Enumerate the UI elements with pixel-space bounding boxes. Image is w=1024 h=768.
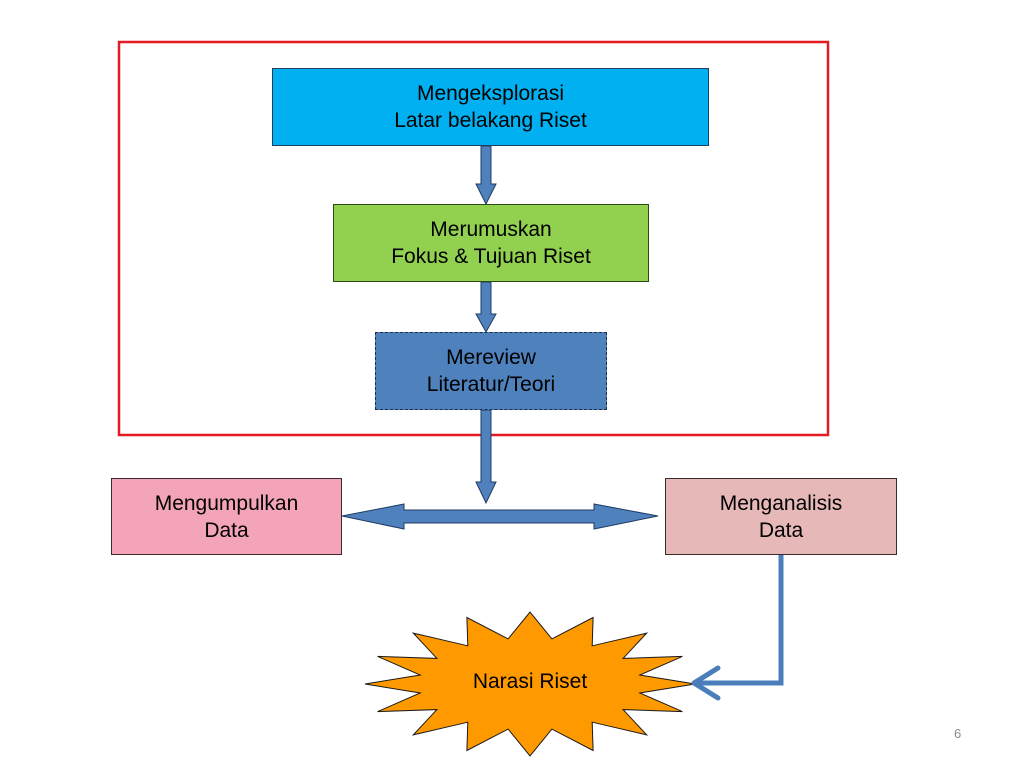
node-explore-line1: Mengeksplorasi <box>416 82 565 105</box>
node-collect-line1: Mengumpulkan <box>154 491 299 515</box>
node-review-literature: Mereview Literatur/Teori <box>375 332 607 410</box>
page-number: 6 <box>954 726 962 741</box>
node-analyze-data: Menganalisis Data <box>665 478 897 555</box>
narasi-star-shape <box>364 611 696 757</box>
node-focus-line2: Fokus & Tujuan Riset <box>391 245 591 268</box>
node-review-line1: Mereview <box>446 346 536 369</box>
node-analyze-line2: Data <box>758 518 804 542</box>
node-focus-goals: Merumuskan Fokus & Tujuan Riset <box>333 204 649 282</box>
group-frame <box>117 40 830 437</box>
node-explore-line2: Latar belakang Riset <box>394 109 587 132</box>
node-review-line2: Literatur/Teori <box>426 373 556 396</box>
arrow-review-to-data <box>475 409 497 505</box>
connector-analyze-to-narasi <box>694 555 784 686</box>
node-collect-data: Mengumpulkan Data <box>111 478 342 555</box>
node-analyze-line1: Menganalisis <box>719 491 843 515</box>
arrow-explore-to-focus <box>475 145 497 206</box>
double-arrow-collect-analyze <box>341 503 659 530</box>
connector-arrowhead <box>691 665 721 701</box>
node-collect-line2: Data <box>204 518 249 542</box>
node-explore-background: Mengeksplorasi Latar belakang Riset <box>272 68 709 146</box>
node-focus-line1: Merumuskan <box>430 218 552 241</box>
arrow-focus-to-review <box>475 281 497 334</box>
node-narasi-label: Narasi Riset <box>472 670 588 693</box>
